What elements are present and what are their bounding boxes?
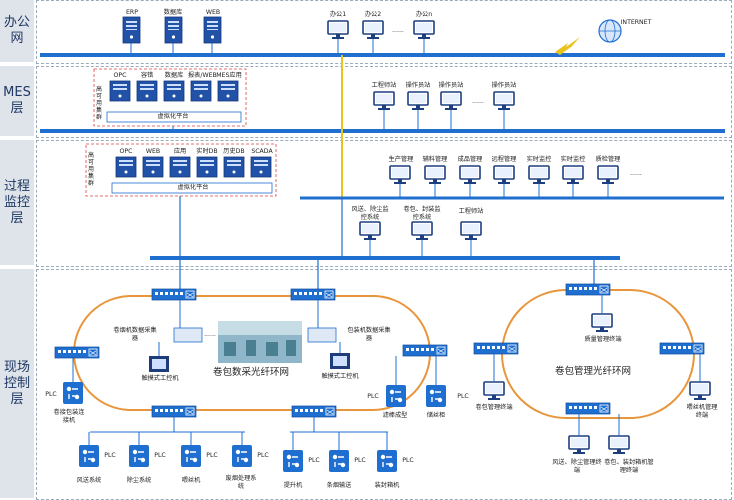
collector-right-label: 包装机数据采集器 [347, 327, 391, 342]
bottom-device-label: 条烟输送 [326, 482, 352, 489]
layer-box-mes [36, 66, 732, 138]
internet-label: INTERNET [620, 19, 652, 26]
plc-label: PLC [402, 457, 414, 464]
layer-box-office [36, 0, 732, 64]
mes-server-label: 容错 [140, 72, 154, 79]
mes-station-label: 操作员站 [405, 82, 431, 89]
process-server-label: SCADA [251, 148, 273, 155]
lightning-icon [555, 37, 580, 55]
mes-side-label: 高可用集群 [95, 86, 102, 121]
mes-station-label: 操作员站 [438, 82, 464, 89]
right-terminal-label: 喂丝机管理终端 [686, 404, 718, 419]
layer-label-mes: MES层 [0, 66, 34, 136]
mes-station-label: 工程师站 [371, 82, 397, 89]
mes-station-dots: ...... [472, 98, 484, 105]
plc-label: PLC [354, 457, 366, 464]
process-mgmt-dots: ...... [630, 170, 642, 177]
mes-cluster-label: 虚拟化平台 [157, 113, 189, 120]
process-mgmt-label: 成品管理 [457, 156, 483, 163]
process-monitor-label: 风送、除尘监控系统 [351, 206, 389, 221]
storage-label: 储丝柜 [426, 412, 446, 419]
layer-label-office: 办公网 [0, 0, 34, 62]
process-monitor-label: 工程师站 [458, 208, 484, 215]
process-server-label: 应用 [173, 148, 187, 155]
collector-left-label: 卷烟机数据采集器 [113, 327, 157, 342]
mes-server-label: 数据库 [164, 72, 184, 79]
plc-label: PLC [104, 452, 116, 459]
process-server-label: WEB [145, 148, 161, 155]
plc-label: PLC [457, 393, 469, 400]
process-side-label: 高可用集群 [87, 152, 94, 187]
process-mgmt-label: 实时监控 [526, 156, 552, 163]
plc-label: PLC [367, 393, 379, 400]
link-machine-label: 卷接包装连接机 [53, 409, 85, 424]
mes-server-label: OPC [113, 72, 127, 79]
collector-dots: ...... [204, 331, 216, 338]
layer-box-process [36, 140, 732, 267]
process-mgmt-label: 生产管理 [388, 156, 414, 163]
plc-label: PLC [308, 457, 320, 464]
mes-server-label: MES应用 [216, 72, 242, 79]
mes-station-label: 操作员站 [491, 82, 517, 89]
bottom-device-label: 风送系统 [76, 477, 102, 484]
plc-label: PLC [257, 452, 269, 459]
filter-label: 滤棒成型 [382, 412, 408, 419]
right-terminal-label: 质量管理终端 [584, 336, 622, 343]
mes-cluster-box [93, 68, 247, 127]
process-mgmt-label: 实时监控 [560, 156, 586, 163]
plc-label: PLC [206, 452, 218, 459]
bottom-device-label: 除尘系统 [126, 477, 152, 484]
left-ring-label: 卷包数采光纤环网 [212, 367, 289, 378]
bottom-device-label: 装封箱机 [374, 482, 400, 489]
plc-label: PLC [45, 391, 57, 398]
office-pc-dots: ...... [392, 27, 404, 34]
process-mgmt-label: 远程管理 [491, 156, 517, 163]
mes-server-label: 报表/WEB [188, 72, 217, 79]
touch-left-label: 触摸式工控机 [141, 375, 179, 382]
right-ring-label: 卷包管理光纤环网 [554, 366, 631, 377]
process-server-label: 实时DB [196, 148, 218, 155]
office-server-label: 数据库 [163, 9, 183, 16]
process-cluster-box [85, 143, 277, 197]
office-pc-label: 办公2 [364, 11, 382, 18]
office-pc-label: 办公n [415, 11, 433, 18]
bottom-device-label: 提升机 [283, 482, 303, 489]
right-terminal-label: 风送、除尘管理终端 [552, 459, 602, 474]
right-terminal-label: 卷包、装封箱机管理终端 [604, 459, 654, 474]
office-server-label: ERP [126, 9, 138, 16]
bottom-device-label: 废烟处理系统 [225, 475, 257, 490]
layer-label-field: 现场控制层 [0, 269, 34, 498]
process-server-label: 历史DB [223, 148, 245, 155]
right-terminal-label: 卷包管理终端 [475, 404, 513, 411]
process-cluster-label: 虚拟化平台 [177, 184, 209, 191]
plc-label: PLC [154, 452, 166, 459]
process-server-label: OPC [119, 148, 133, 155]
process-mgmt-label: 辅料管理 [422, 156, 448, 163]
office-server-label: WEB [205, 9, 221, 16]
process-mgmt-label: 质检管理 [595, 156, 621, 163]
process-monitor-label: 卷包、封装监控系统 [403, 206, 441, 221]
office-pc-label: 办公1 [329, 11, 347, 18]
touch-right-label: 触摸式工控机 [321, 373, 359, 380]
bottom-device-label: 喂丝机 [181, 477, 201, 484]
layer-label-process: 过程监控层 [0, 140, 34, 265]
